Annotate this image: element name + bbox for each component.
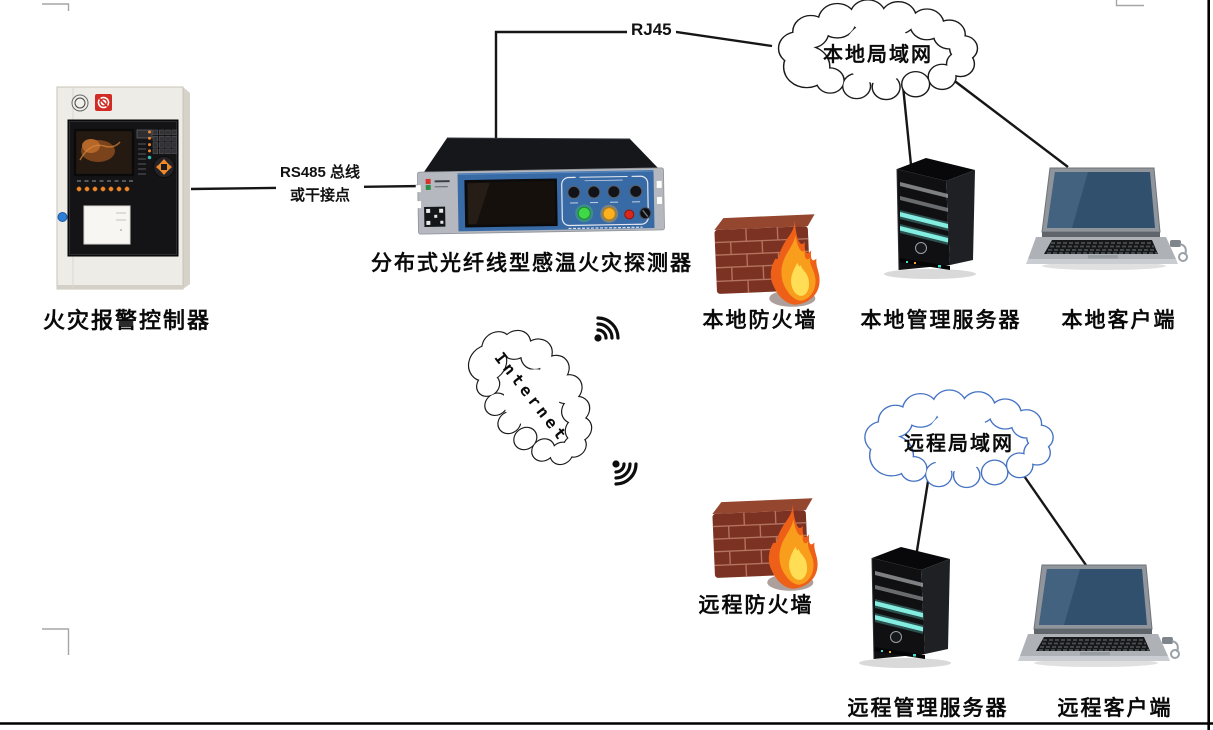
remote-lan-cloud-shape <box>864 389 1054 489</box>
frame-corner-top-right <box>1115 0 1144 7</box>
detector-label: 分布式光纤线型感温火灾探测器 <box>371 251 693 275</box>
remote-firewall-label: 远程防火墙 <box>698 593 814 617</box>
rs485-connection-label: RS485 总线 或干接点 <box>276 161 365 207</box>
local-lan-label: 本地局域网 <box>823 43 933 66</box>
remote-server-icon <box>859 547 951 668</box>
rj45-connection-label: RJ45 <box>627 20 676 40</box>
line-remotecloud-server <box>914 474 931 558</box>
fiber-detector-icon <box>415 137 665 235</box>
frame-corner-top-left <box>42 3 70 11</box>
line-localcloud-server <box>901 85 913 166</box>
wifi-signal-icon-up <box>594 316 620 342</box>
remote-lan-label: 远程局域网 <box>904 432 1014 455</box>
remote-firewall-icon <box>712 498 818 591</box>
local-server-label: 本地管理服务器 <box>860 308 1022 332</box>
remote-lan-cloud: 远程局域网 <box>853 389 1065 489</box>
line-detector-rj45 <box>494 30 773 139</box>
fire-alarm-controller-icon <box>56 86 190 290</box>
rs485-label-line2: 或干接点 <box>290 187 351 204</box>
local-firewall-label: 本地防火墙 <box>702 308 818 332</box>
local-firewall-icon <box>714 214 820 307</box>
line-remotecloud-laptop <box>1021 472 1089 569</box>
remote-client-label: 远程客户端 <box>1057 696 1173 720</box>
frame-corner-mid-left <box>42 628 70 655</box>
wifi-signal-icon-down <box>612 460 638 486</box>
controller-label: 火灾报警控制器 <box>42 308 212 333</box>
local-lan-cloud-shape <box>777 0 979 101</box>
remote-server-label: 远程管理服务器 <box>847 696 1009 720</box>
remote-client-icon <box>1018 564 1180 667</box>
internet-cloud: Internet <box>437 302 627 492</box>
local-client-label: 本地客户端 <box>1061 308 1177 332</box>
local-server-icon <box>884 158 976 279</box>
line-localcloud-laptop <box>951 78 1069 168</box>
local-lan-cloud: 本地局域网 <box>766 0 990 101</box>
local-client-icon <box>1026 167 1188 270</box>
internet-cloud-shape <box>467 329 593 466</box>
rs485-label-line1: RS485 总线 <box>280 164 361 181</box>
